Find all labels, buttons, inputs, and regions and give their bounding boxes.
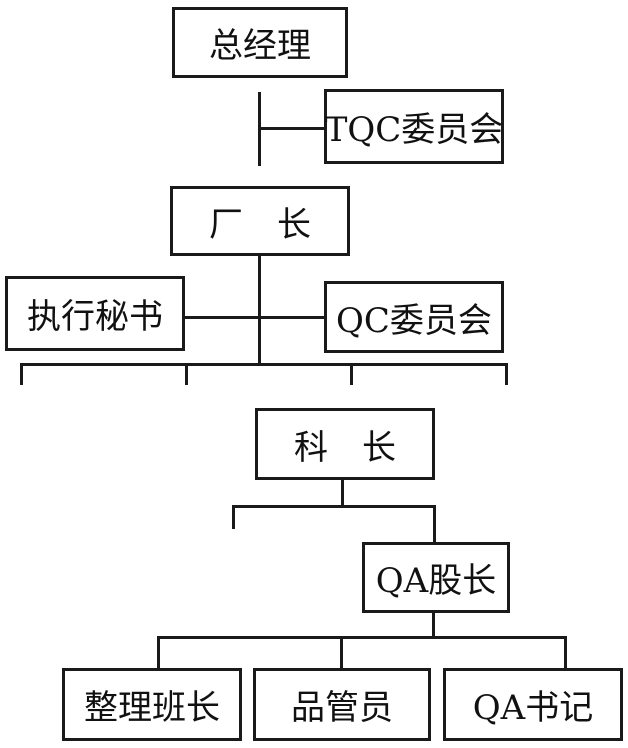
connector-plant-bracket — [20, 363, 507, 366]
connector-bracket-tick-2 — [185, 363, 188, 385]
connector-qa-tick-2 — [340, 636, 343, 668]
qc-committee-box: QC委员会 — [324, 281, 504, 353]
connector-bracket-tick-1 — [20, 363, 23, 385]
section-chief-box: 科 长 — [255, 408, 435, 480]
connector-plant-manager-trunk — [258, 256, 261, 364]
connector-qa-down — [432, 613, 435, 637]
connector-section-bracket — [232, 505, 435, 508]
executive-secretary-box: 执行秘书 — [5, 276, 185, 351]
qa-secretary-box: QA书记 — [443, 668, 623, 741]
general-manager-box: 总经理 — [172, 7, 348, 78]
qa-supervisor-box: QA股长 — [362, 542, 510, 613]
connector-secretary-qc — [185, 316, 325, 319]
qc-committee-label: QC委员会 — [336, 300, 492, 341]
quality-controller-box: 品管员 — [253, 668, 431, 741]
plant-manager-box: 厂 长 — [170, 186, 350, 256]
connector-tqc-horizontal — [258, 127, 326, 130]
connector-qa-tick-1 — [157, 636, 160, 668]
connector-section-tick-right — [433, 505, 436, 543]
tqc-committee-box: TQC委员会 — [324, 89, 504, 164]
connector-qa-bracket — [157, 636, 566, 639]
qa-supervisor-label: QA股长 — [375, 561, 497, 601]
connector-section-tick-left — [232, 505, 235, 529]
qa-secretary-label: QA书记 — [472, 688, 594, 728]
plant-manager-label: 厂 长 — [209, 204, 311, 245]
general-manager-label: 总经理 — [209, 26, 311, 66]
connector-bracket-tick-4 — [505, 363, 508, 385]
connector-qa-tick-3 — [564, 636, 567, 668]
connector-bracket-tick-3 — [350, 363, 353, 385]
connector-section-chief-down — [341, 480, 344, 506]
executive-secretary-label: 执行秘书 — [27, 297, 163, 337]
quality-controller-label: 品管员 — [291, 688, 393, 728]
section-chief-label: 科 长 — [294, 427, 396, 468]
sorting-team-leader-label: 整理班长 — [84, 688, 220, 728]
sorting-team-leader-box: 整理班长 — [62, 668, 242, 741]
tqc-committee-label: TQC委员会 — [324, 110, 504, 150]
